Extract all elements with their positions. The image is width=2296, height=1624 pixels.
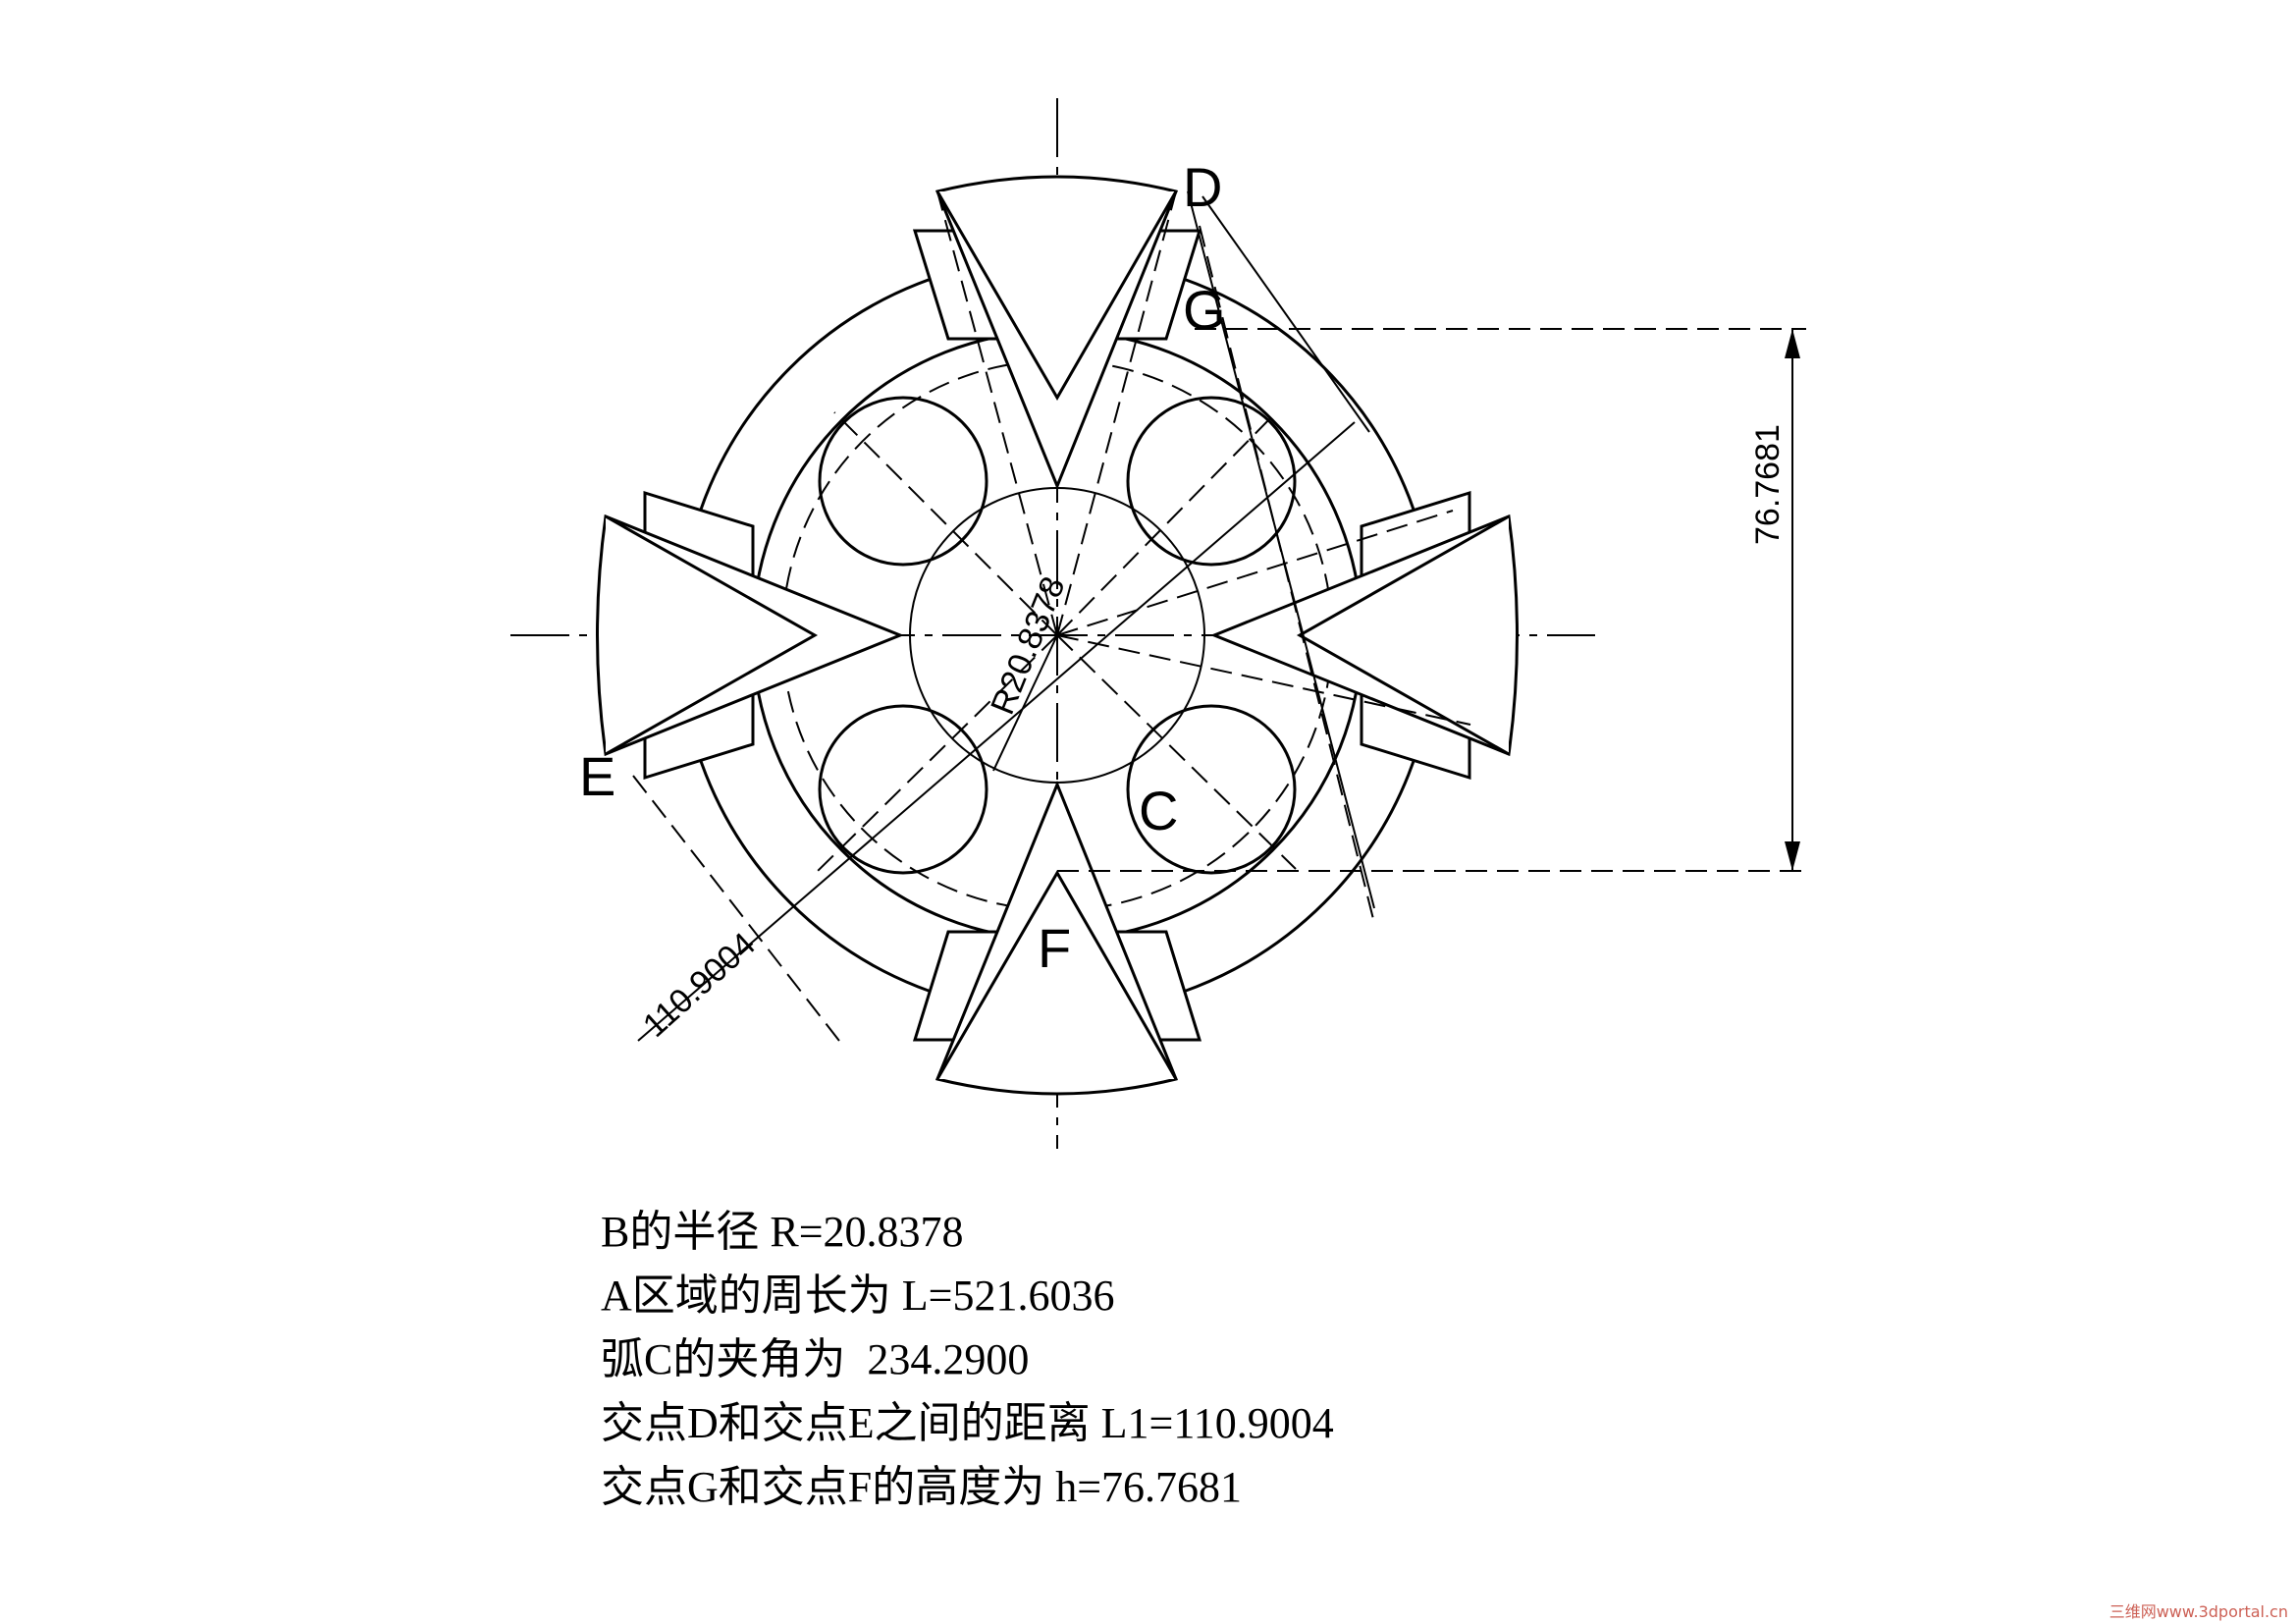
note-line: 交点D和交点E之间的距离 L1=110.9004 — [601, 1399, 1334, 1447]
note-line: A区域的周长为 L=521.6036 — [601, 1272, 1115, 1320]
wedge-bottom-inner — [935, 870, 1178, 1080]
label-c: C — [1139, 780, 1178, 841]
label-g: G — [1183, 279, 1226, 341]
diagonal-dimension-text: 110.9004 — [636, 925, 763, 1044]
radius-dimension-line — [992, 634, 1058, 772]
wedge-right-inner — [1296, 514, 1510, 756]
wedges — [596, 175, 1519, 1096]
height-dimension-text: 76.7681 — [1749, 424, 1787, 545]
label-e: E — [579, 745, 615, 807]
diagonal-dimension — [632, 190, 1375, 1042]
notes-block: B的半径 R=20.8378 A区域的周长为 L=521.6036 弧C的夹角为… — [601, 1200, 1334, 1519]
hole-bottom-right — [1126, 704, 1297, 875]
wedge-top-inner — [935, 190, 1178, 401]
note-line: 交点G和交点F的高度为 h=76.7681 — [601, 1463, 1243, 1511]
note-line: B的半径 R=20.8378 — [601, 1208, 964, 1256]
note-line: 弧C的夹角为 234.2900 — [601, 1335, 1030, 1383]
hole-bottom-left — [818, 704, 988, 875]
watermark: 三维网www.3dportal.cn — [2109, 1602, 2288, 1621]
hole-top-left — [818, 396, 988, 567]
wedge-left-inner — [605, 514, 819, 756]
label-d: D — [1183, 156, 1222, 218]
label-f: F — [1038, 917, 1071, 979]
holes — [818, 396, 1297, 875]
construction-lines — [814, 190, 1471, 924]
hole-top-right — [1126, 396, 1297, 567]
